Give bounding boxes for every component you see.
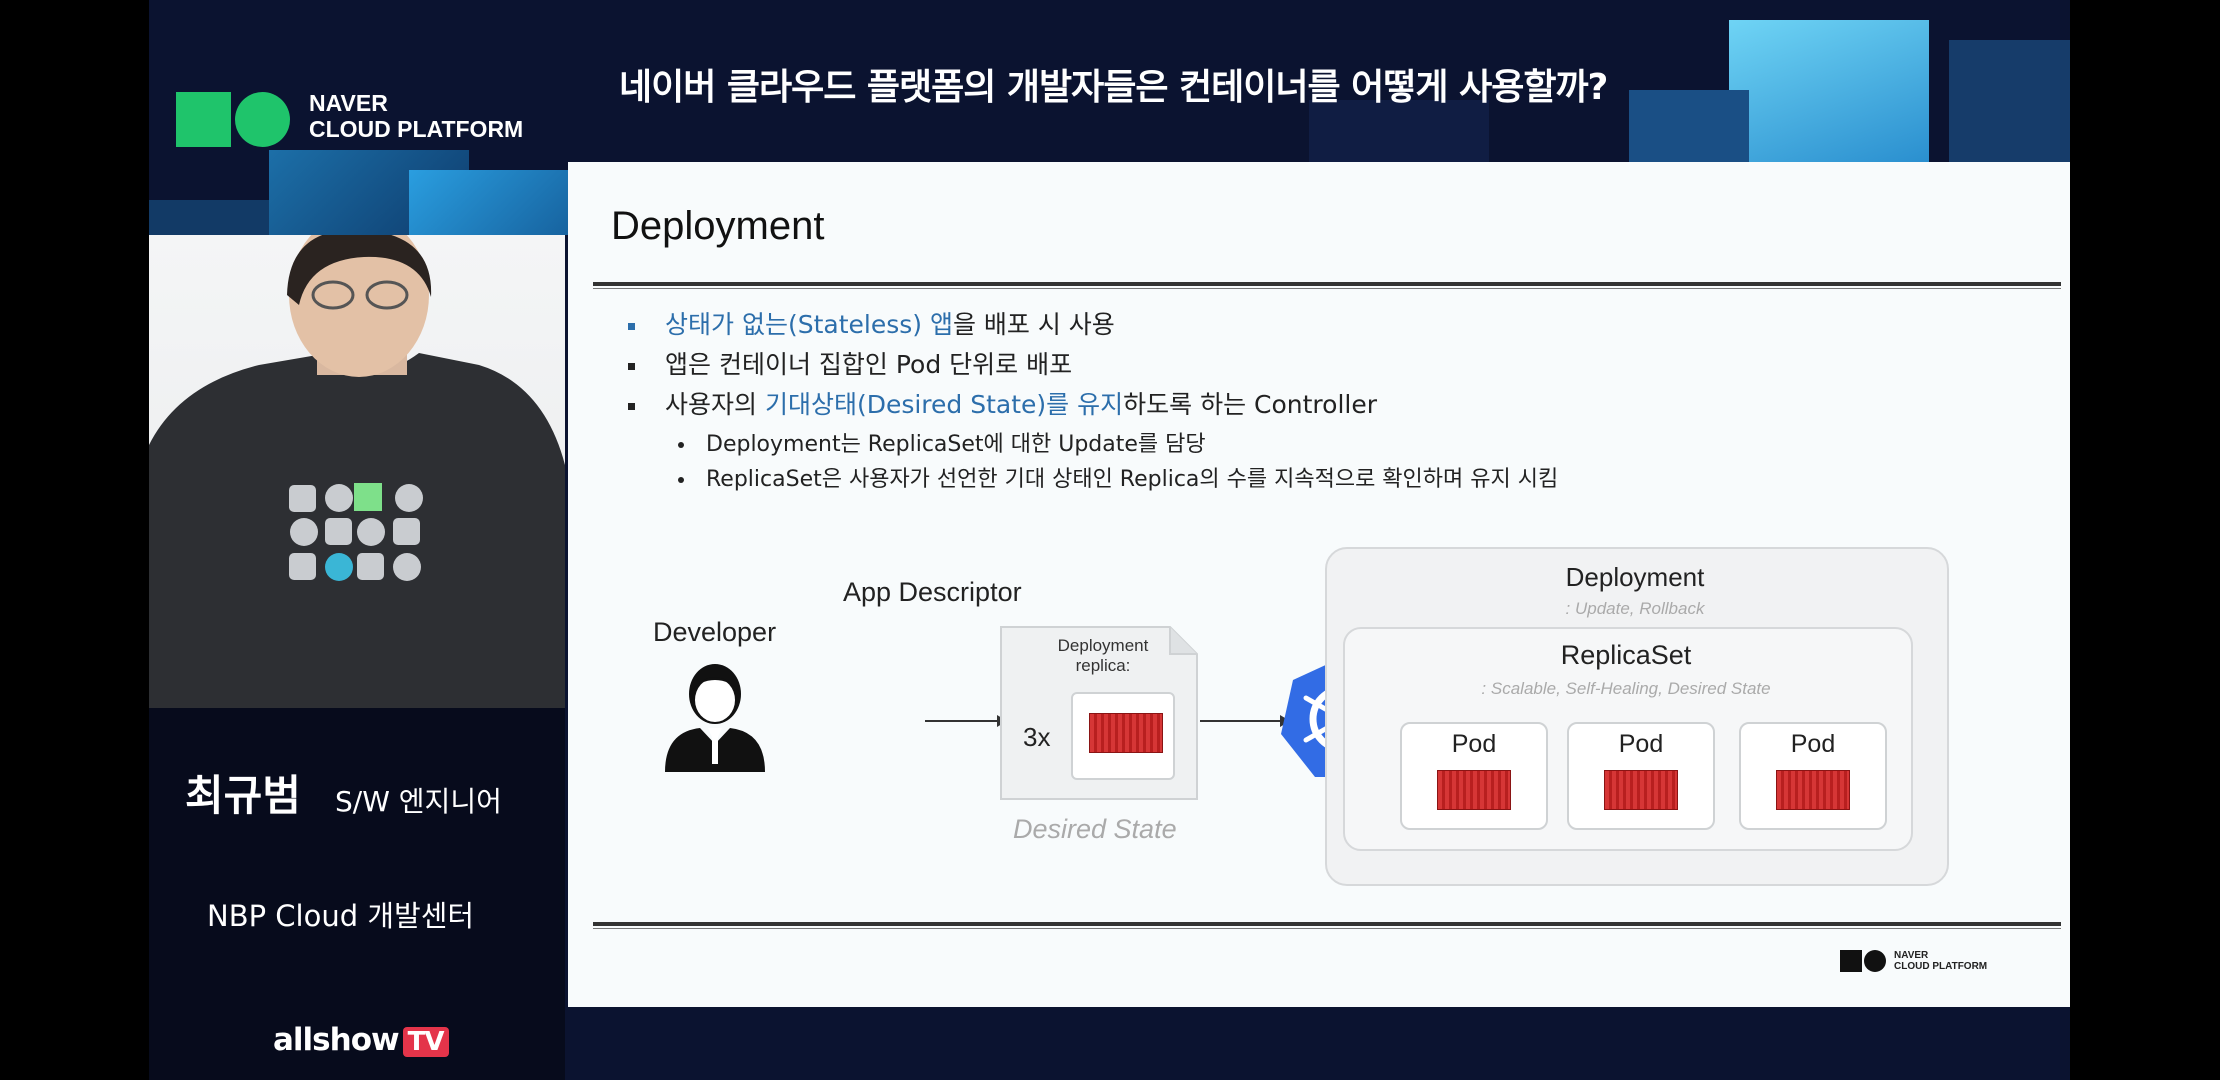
pod-label: Pod xyxy=(1739,730,1887,759)
title-divider xyxy=(593,282,2061,286)
replica-multiplier: 3x xyxy=(1023,722,1050,753)
banner-cube-decoration xyxy=(1949,40,2070,162)
speaker-video xyxy=(149,235,565,708)
logo-line-1: NAVER xyxy=(309,90,523,116)
title-divider-thin xyxy=(593,288,2061,289)
channel-badge: TV xyxy=(403,1027,449,1057)
bullet-dot-icon xyxy=(678,442,684,448)
sub-bullet-item: ReplicaSet은 사용자가 선언한 기대 상태인 Replica의 수를 … xyxy=(678,461,1558,493)
arrow-descriptor-to-k8s xyxy=(1200,720,1288,722)
channel-name: allshow xyxy=(273,1022,399,1058)
deployment-caption: : Update, Rollback xyxy=(1325,599,1945,619)
container-icon xyxy=(1604,770,1678,810)
arrow-developer-to-descriptor xyxy=(925,720,1005,722)
logo-line-2: CLOUD PLATFORM xyxy=(309,116,523,142)
session-headline: 네이버 클라우드 플랫폼의 개발자들은 컨테이너를 어떻게 사용할까? xyxy=(619,58,1607,110)
replicaset-caption: : Scalable, Self-Healing, Desired State xyxy=(1343,679,1909,699)
developer-label: Developer xyxy=(653,617,776,648)
presentation-slide: Deployment 상태가 없는(Stateless) 앱을 배포 시 사용 … xyxy=(568,162,2070,1007)
speaker-role: S/W 엔지니어 xyxy=(335,780,502,820)
deployment-label: Deployment xyxy=(1325,562,1945,593)
sub-bullet-item: Deployment는 ReplicaSet에 대한 Update를 담당 xyxy=(678,426,1206,458)
container-icon xyxy=(1437,770,1511,810)
bullet-item: 상태가 없는(Stateless) 앱을 배포 시 사용 xyxy=(628,305,1115,341)
banner-cube-decoration xyxy=(409,170,579,235)
bullet-square-icon xyxy=(628,323,635,330)
bullet-highlight: 상태가 없는(Stateless) 앱 xyxy=(665,310,953,339)
bullet-item: 앱은 컨테이너 집합인 Pod 단위로 배포 xyxy=(628,345,1072,381)
footer-logo-circle xyxy=(1864,950,1886,972)
naver-cloud-logo-text: NAVER CLOUD PLATFORM xyxy=(309,90,523,142)
bullet-square-icon xyxy=(628,363,635,370)
bullet-square-icon xyxy=(628,403,635,410)
naver-logo-circle xyxy=(235,92,290,147)
desired-state-label: Desired State xyxy=(1013,814,1177,845)
bullet-highlight: 기대상태(Desired State)를 유지 xyxy=(765,390,1123,419)
container-icon xyxy=(1089,713,1163,753)
pod-label: Pod xyxy=(1400,730,1548,759)
slide-title: Deployment xyxy=(611,204,824,249)
speaker-organization: NBP Cloud 개발센터 xyxy=(207,893,474,935)
footer-divider-thin xyxy=(593,928,2061,929)
speaker-name: 최규범 xyxy=(185,762,301,823)
bullet-item: 사용자의 기대상태(Desired State)를 유지하도록 하는 Contr… xyxy=(628,385,1377,421)
naver-logo-square xyxy=(176,92,231,147)
banner-cube-decoration xyxy=(1629,90,1749,162)
banner-cube-decoration xyxy=(149,200,269,235)
app-descriptor-label: App Descriptor xyxy=(843,577,1022,608)
container-icon xyxy=(1776,770,1850,810)
pod-label: Pod xyxy=(1567,730,1715,759)
replicaset-label: ReplicaSet xyxy=(1343,640,1909,671)
footer-divider xyxy=(593,922,2061,926)
video-frame: NAVER CLOUD PLATFORM 네이버 클라우드 플랫폼의 개발자들은… xyxy=(149,0,2070,1080)
bullet-dot-icon xyxy=(678,477,684,483)
speaker-illustration xyxy=(149,235,565,708)
banner-cube-decoration xyxy=(1729,20,1929,162)
developer-icon xyxy=(660,662,770,772)
footer-logo-square xyxy=(1840,950,1862,972)
